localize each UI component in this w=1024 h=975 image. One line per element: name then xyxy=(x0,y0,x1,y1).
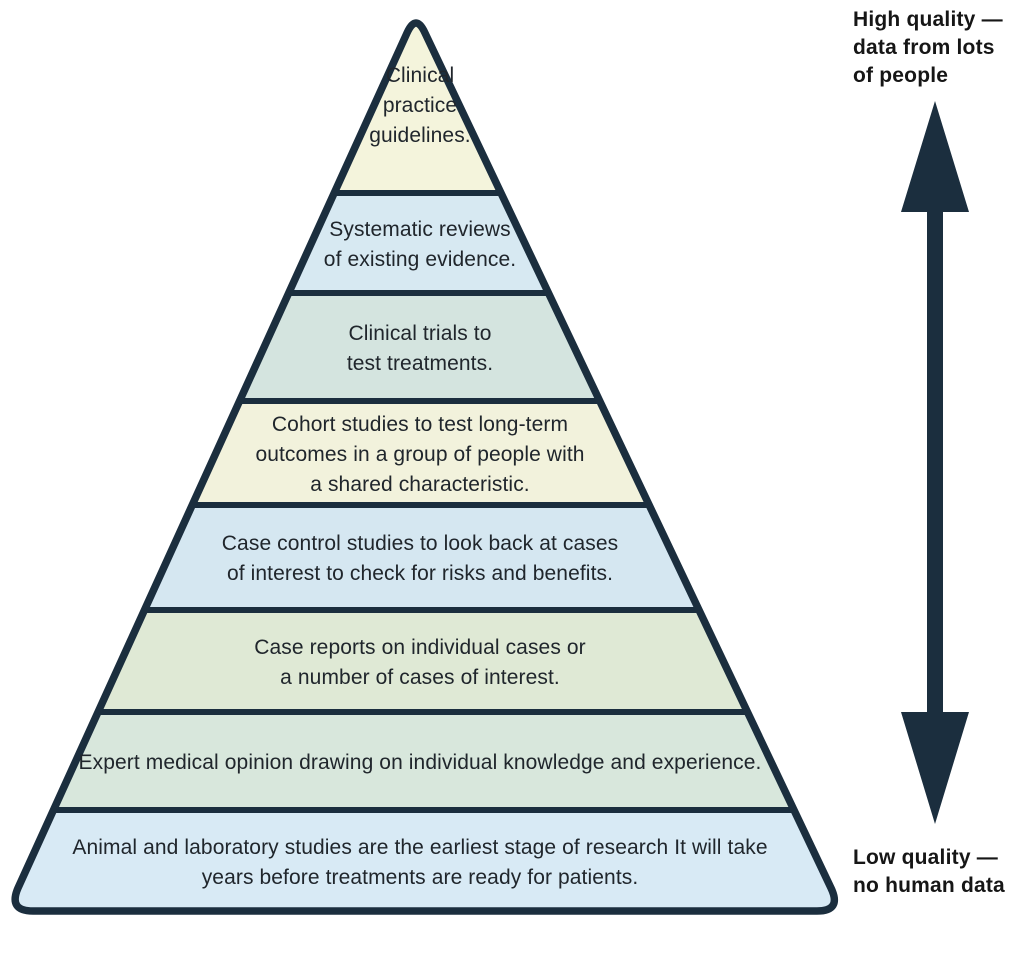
high-quality-label: High quality — data from lots of people xyxy=(853,8,1003,87)
tier-7-shape xyxy=(15,712,835,810)
low-quality-label: Low quality — no human data xyxy=(853,846,1005,897)
tier-8-shape xyxy=(15,810,835,911)
tier-6-shape xyxy=(15,610,835,712)
pyramid-outline xyxy=(11,19,838,915)
tier-3-shape xyxy=(15,293,835,401)
tier-4-shape xyxy=(15,401,835,505)
quality-scale-double-arrow-icon xyxy=(901,101,969,824)
